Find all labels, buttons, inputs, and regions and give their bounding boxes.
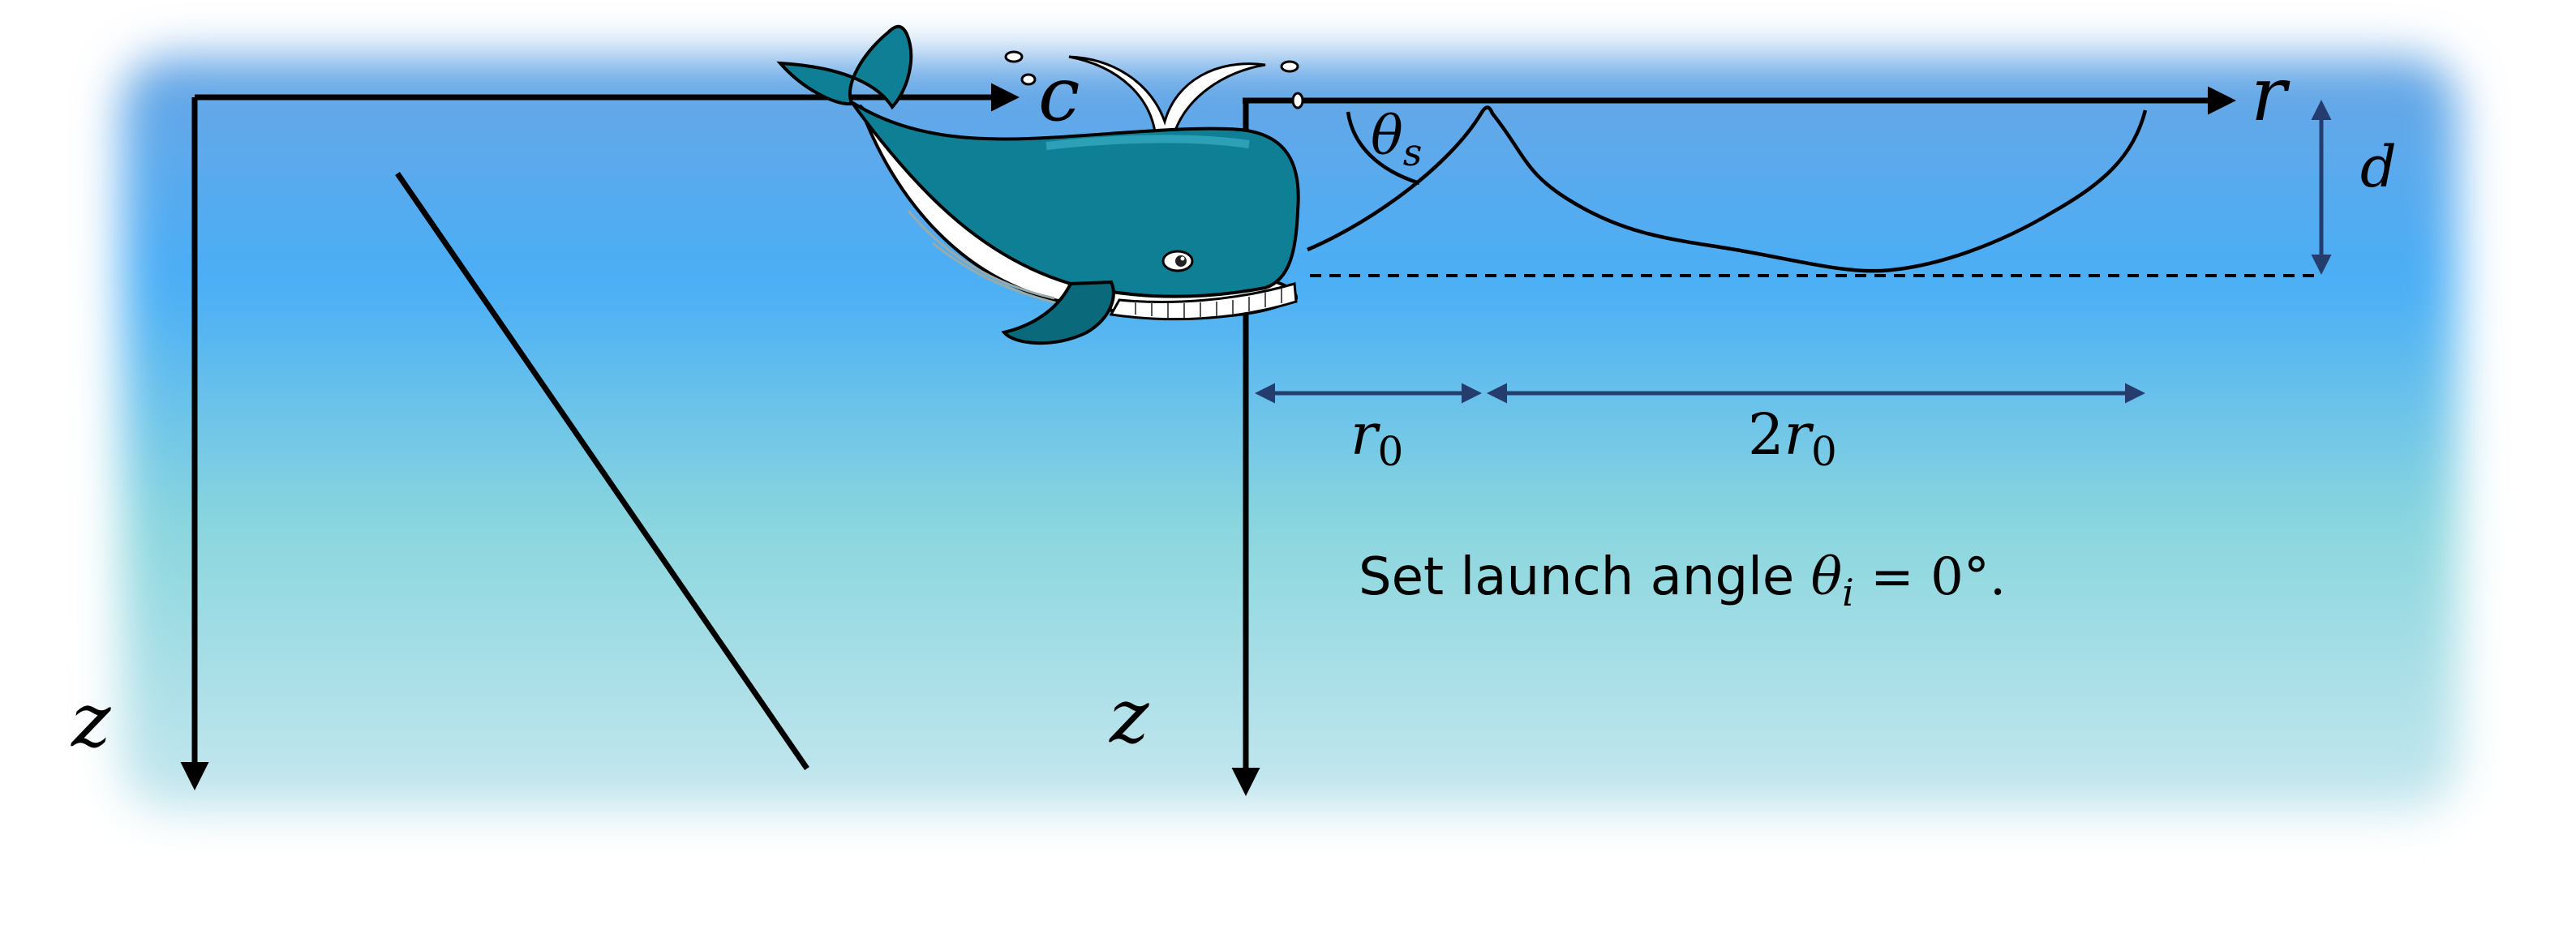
angle-label: θs (1371, 105, 1422, 174)
right-vertical-axis-label: z (1109, 673, 1149, 760)
depth-label: d (2360, 134, 2397, 200)
right-horizontal-axis-label: r (2251, 51, 2290, 138)
left-vertical-axis-label: z (71, 677, 111, 764)
r0-label: r0 (1350, 401, 1403, 475)
sound-speed-profile-line (395, 172, 809, 770)
left-horizontal-axis-label: c (1038, 51, 1080, 138)
angle-arc (1346, 111, 1420, 186)
left-panel-sound-speed-profile: c z (71, 51, 1080, 790)
water-spout-icon (1004, 50, 1304, 139)
right-panel-ray-diagram: r z θs d r0 2r0 Set launch angle θi = 0°… (1109, 51, 2397, 796)
2r0-label: 2r0 (1748, 401, 1837, 475)
ray-path (1307, 105, 2148, 273)
launch-angle-caption: Set launch angle θi = 0°. (1359, 547, 2006, 615)
whale-icon (776, 24, 1304, 345)
